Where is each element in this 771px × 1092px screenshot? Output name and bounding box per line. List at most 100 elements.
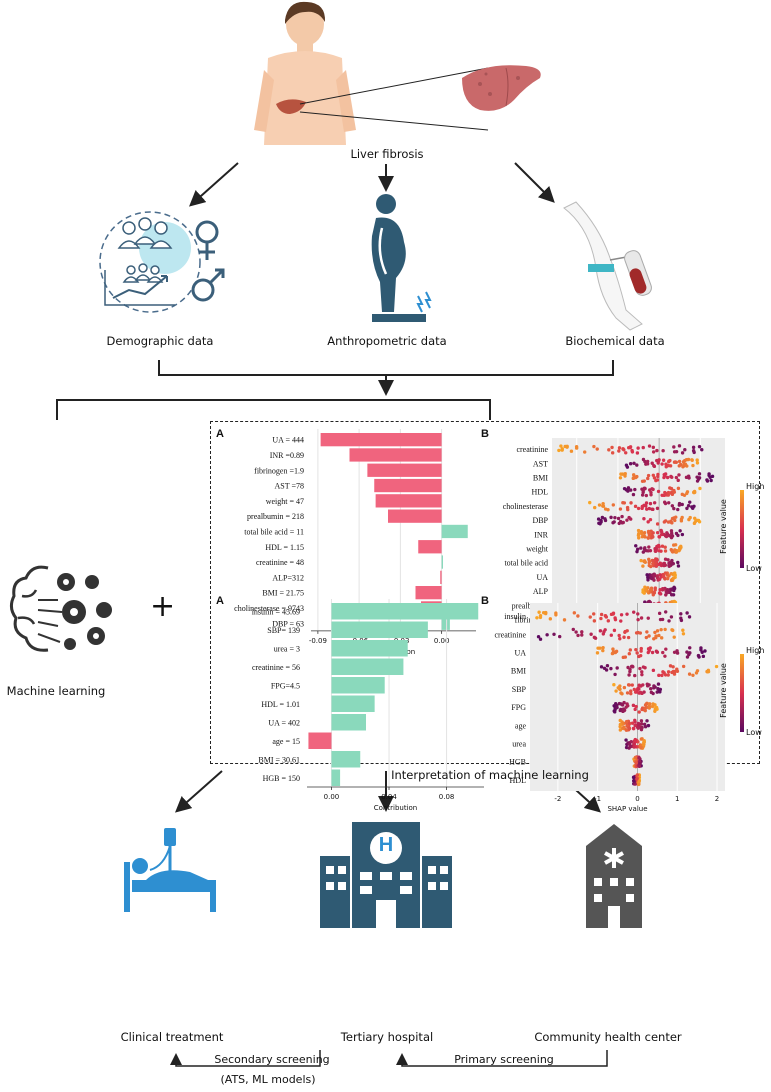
bottom-shap-point [603,614,608,618]
top-shap-point [627,446,631,450]
top-shap-point [646,473,651,478]
bottom-shap-point [638,631,643,635]
top-shap-point [623,474,627,478]
bottom-contribution-tick-label: 0.08 [439,793,455,801]
bottom-shap-point [672,672,677,676]
top-shap-point [628,517,633,521]
bottom-shap-point [599,612,604,617]
top-shap-point [660,544,665,548]
body-scale-icon [360,192,435,327]
top-shap-point [677,473,681,477]
top-shap-point [640,479,645,483]
top-shap-point [656,489,661,494]
bottom-contribution-category-label: SBP= 139 [267,626,300,635]
bottom-shap-point [624,738,628,742]
top-shap-point [665,591,669,595]
zoom-lines [299,67,489,131]
bottom-shap-point [663,627,667,632]
bottom-shap-point [671,665,675,669]
bottom-shap-point [618,718,622,723]
top-shap-point [680,502,684,507]
top-shap-point [672,450,677,454]
bottom-shap-point [601,648,605,653]
bottom-shap-point [538,614,543,618]
bottom-shap-point [644,635,649,640]
bottom-shap-point [613,672,617,677]
top-shap-feature-label: prealbumin [512,601,548,610]
bottom-shap-point [634,647,638,652]
top-shap-point [560,447,564,451]
bottom-shap-point [660,673,664,678]
legend-low-bottom: Low [746,728,762,737]
bottom-shap-point [688,646,692,650]
top-shap-point [649,490,653,495]
bottom-shap-point [554,611,558,615]
top-shap-point [685,491,689,496]
top-contribution-bar [349,448,442,462]
brain-gears-icon [8,560,116,660]
top-shap-point [646,536,650,540]
bottom-shap-point [606,619,611,623]
bottom-shap-point [538,637,543,641]
bottom-shap-point [650,704,655,709]
top-shap-point [678,529,682,533]
top-contribution-category-label: INR =0.89 [270,451,304,460]
bottom-shap-point [651,668,656,673]
liver-fibrosis-caption: Liver fibrosis [350,147,424,161]
bottom-shap-point [632,742,636,746]
top-shap-point [634,475,638,480]
bottom-shap-point [624,745,629,750]
bottom-shap-point [618,637,622,641]
bottom-shap-point [638,653,643,658]
bottom-shap-point [557,634,562,639]
top-shap-point [691,506,695,510]
top-shap-point [653,549,658,553]
bottom-shap-point [636,612,640,616]
bottom-shap-point [669,615,674,619]
top-contribution-category-label: creatinine = 48 [256,558,304,567]
top-shap-point [670,504,675,508]
top-shap-point [648,488,652,492]
top-shap-point [669,593,674,597]
top-shap-point [649,576,654,581]
bottom-shap-point [629,664,634,669]
bottom-shap-point [580,633,584,637]
top-shap-point [672,543,676,547]
top-shap-point [692,521,697,526]
secondary-screening-sub: (ATS, ML models) [220,1073,316,1086]
top-shap-point [611,521,615,525]
bottom-shap-point [635,690,639,694]
top-shap-point [651,561,655,566]
top-shap-point [663,474,667,478]
bottom-shap-point [700,650,704,654]
bottom-shap-point [639,745,643,750]
bottom-shap-point [657,611,662,616]
top-shap-point [593,505,597,510]
top-shap-point [637,532,641,536]
top-shap-point [668,458,672,463]
bottom-contribution-tick-label: 0.04 [381,793,397,801]
top-shap-point [685,506,689,511]
top-shap-point [621,520,625,525]
top-shap-feature-label: INR [534,530,548,539]
top-shap-point [645,462,650,466]
top-shap-point [632,461,636,465]
top-shap-point [655,478,660,482]
bottom-shap-point [628,667,632,672]
top-contribution-category-label: prealbumin = 218 [247,512,304,521]
top-shap-point [659,532,664,537]
bottom-shap-point [637,779,641,784]
bottom-shap-point [663,654,667,658]
top-contribution-bar [375,494,442,508]
top-shap-point [621,447,625,451]
bottom-contribution-category-label: BMI = 30.61 [258,755,300,764]
top-contribution-bar [320,433,442,447]
top-shap-point [595,447,599,451]
top-shap-point [651,445,656,450]
top-shap-point [676,533,680,538]
top-shap-feature-label: weight [526,545,549,554]
bottom-shap-point [633,723,637,728]
bottom-shap-point [609,633,613,637]
colorbar-top [740,490,744,568]
top-contribution-category-label: total bile acid = 11 [244,527,304,536]
